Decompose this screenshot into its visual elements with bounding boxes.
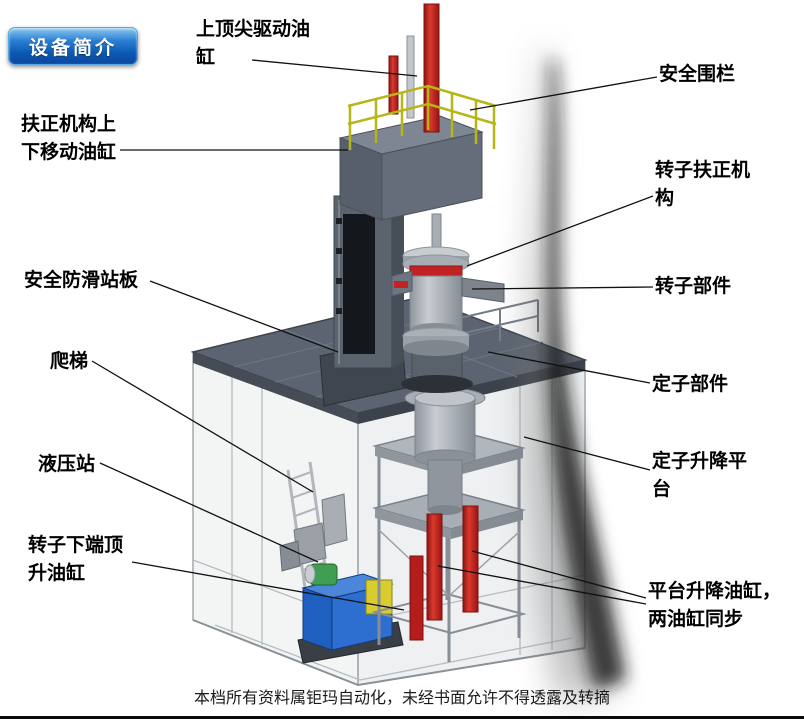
callout-anti-slip-platform: 安全防滑站板 [24,270,139,291]
platform-lift-cylinder-left [426,513,443,621]
callout-ladder: 爬梯 [50,351,89,372]
leader-rotor-bottom-jack-cylinder [131,561,405,611]
rotor-red-band [409,265,463,277]
callout-rotor-bottom-jack-cylinder: 转子下端顶升油缸 [28,535,124,584]
pump-equipment [279,493,348,572]
leader-platform-lift-cylinder-b [437,565,647,605]
callout-hydraulic-station: 液压站 [38,454,96,475]
leader-top-tip-drive-cylinder [251,59,418,77]
leader-platform-lift-cylinder-a [471,550,647,599]
callout-stator-component: 定子部件 [652,374,729,395]
callout-platform-lift-cylinders: 平台升降油缸，两油缸同步 [648,581,782,630]
stator-assembly [404,387,486,515]
press-column [319,115,484,407]
leader-lines [91,59,658,611]
callout-centering-updown-cylinder: 扶正机构上下移动油缸 [21,114,117,163]
rotor-assembly [391,213,505,393]
footer-disclaimer: 本档所有资料属钜玛自动化，未经书面允许不得透露及转摘 [193,690,610,707]
safety-fence-railing [347,84,497,150]
leader-stator-lift-platform [523,436,651,471]
callout-rotor-centering-mechanism: 转子扶正机构 [655,160,751,209]
callout-safety-fence: 安全围栏 [659,64,736,85]
callout-rotor-component: 转子部件 [655,276,732,297]
platform-lift-cylinder-right [462,505,479,613]
leader-rotor-component [471,286,654,290]
callout-stator-lift-platform: 定子升降平台 [652,451,748,500]
leader-hydraulic-station [99,462,319,563]
centering-bracket [461,277,505,303]
leader-rotor-centering-mechanism [466,195,654,267]
leader-safety-fence [469,76,658,111]
title-badge: 设备简介 [8,27,138,65]
leader-stator-component [487,351,651,384]
guide-rod [406,35,415,119]
rotor-bottom-jack-cylinder-part [409,555,424,641]
bottom-border-line [0,716,804,719]
column-slot [343,214,375,354]
callout-top-tip-drive-cylinder: 上顶尖驱动油缸 [196,19,311,68]
leader-ladder [91,360,314,493]
shadow-artifact [525,48,626,700]
floor-edge [192,619,586,687]
leader-anti-slip-platform [149,280,339,353]
